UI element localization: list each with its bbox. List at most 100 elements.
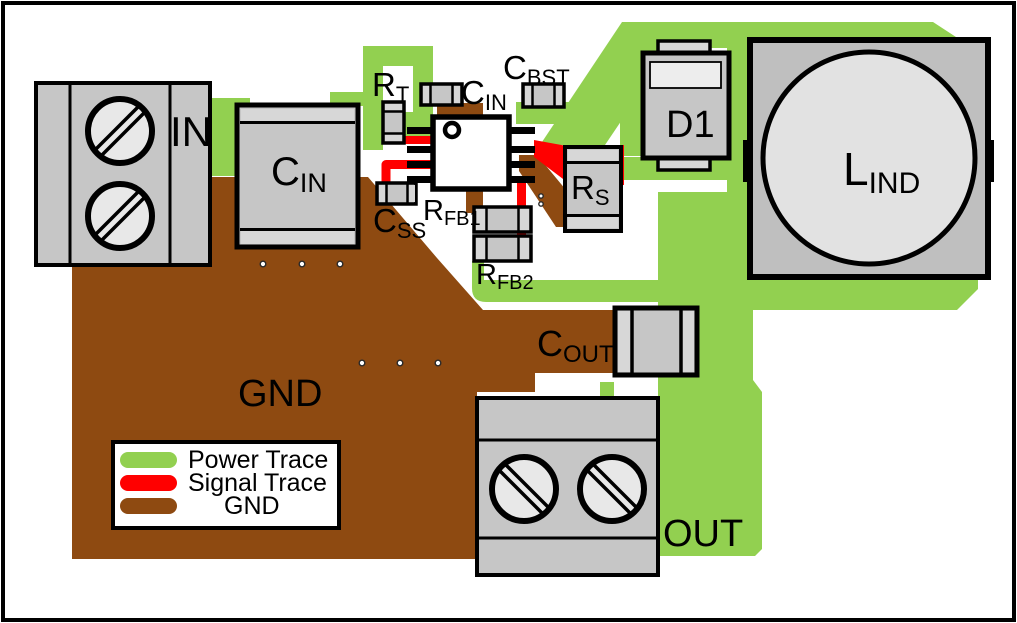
rfb1-cap-lines <box>485 208 520 231</box>
power-trace-hook-left-arm <box>363 46 383 150</box>
screw-terminal <box>489 454 559 524</box>
rs-resistor <box>563 145 623 233</box>
cout-cap <box>618 311 631 372</box>
cbst-cap <box>555 86 562 105</box>
label-rfb1: RFB1 <box>423 195 481 230</box>
rfb1-resistor <box>472 205 533 234</box>
screw-terminal <box>85 96 155 166</box>
d1-diode <box>640 39 732 172</box>
screw-slot <box>93 189 147 243</box>
power-trace-lind-bottom-band <box>729 278 978 310</box>
label-rfb2: RFB2 <box>476 259 534 294</box>
out-terminal-block <box>475 396 660 577</box>
via <box>538 201 544 207</box>
legend-swatch-power <box>120 452 177 468</box>
via <box>298 260 306 268</box>
ic-pin <box>508 127 535 134</box>
cin-bulk-body <box>234 102 361 250</box>
cbst-cap <box>525 86 532 105</box>
legend-swatch-signal <box>120 475 177 491</box>
ic-pin <box>407 176 434 183</box>
rt-resistor <box>381 100 406 145</box>
ic-pin <box>508 146 535 153</box>
cin-bulk-band-lines <box>240 121 355 231</box>
label-d1: D1 <box>666 104 715 146</box>
power-trace-d1-pad-left <box>620 40 643 156</box>
power-trace-d1-pad-right <box>727 40 748 195</box>
cin-bulk-capacitor <box>234 102 361 250</box>
labels: IN CIN RT CIN CBST CSS RFB1 RFB2 RS D1 L… <box>170 49 920 555</box>
lind-coil <box>760 49 978 267</box>
legend-swatch-gnd <box>120 498 177 514</box>
legend: Power Trace Signal Trace GND <box>111 440 341 530</box>
cin-small-cap <box>423 86 430 103</box>
rfb2-cap-lines <box>485 237 520 260</box>
cbst-cap-lines <box>531 85 556 106</box>
d1-cathode-band <box>649 61 722 89</box>
screw-terminal <box>85 181 155 251</box>
cbst-capacitor <box>521 82 566 109</box>
screw-slot <box>93 104 147 158</box>
cout-cap <box>682 311 694 372</box>
label-cin-small: CIN <box>461 74 507 115</box>
screw-slot <box>585 462 639 516</box>
ic-pin <box>508 161 535 168</box>
label-gnd-plane: GND <box>238 373 322 415</box>
ic-pin <box>508 176 535 183</box>
screw-slot <box>497 462 551 516</box>
lind-inductor <box>743 37 994 280</box>
ic-pin <box>407 161 434 168</box>
cout-capacitor <box>612 305 700 378</box>
screw-terminal <box>577 454 647 524</box>
ic-pin <box>407 146 434 153</box>
ic-pin1-dot <box>442 120 462 140</box>
in-terminal-block <box>34 81 212 267</box>
cin-small-cap-lines <box>429 85 454 104</box>
label-cin-bulk: CIN <box>271 150 327 198</box>
css-cap-lines <box>385 184 409 203</box>
label-rs: RS <box>571 169 610 210</box>
rt-cap-lines <box>384 110 403 135</box>
cout-cap-lines <box>630 310 683 373</box>
rfb1-cap <box>519 209 529 230</box>
via <box>434 359 442 367</box>
ic-pin <box>407 127 434 134</box>
vias <box>259 193 544 367</box>
css-cap <box>379 185 386 202</box>
cin-bulk-top-band <box>241 109 354 122</box>
label-cbst: CBST <box>503 49 570 90</box>
rs-cap-lines <box>567 161 619 217</box>
rfb2-cap <box>519 238 529 259</box>
ic-pins <box>407 127 535 183</box>
ic <box>407 114 535 192</box>
label-rt: RT <box>372 66 409 107</box>
power-trace-out-column <box>658 280 762 556</box>
legend-label-gnd: GND <box>224 492 280 520</box>
label-in: IN <box>170 108 212 155</box>
css-cap <box>408 185 415 202</box>
rs-cap <box>568 150 618 162</box>
cin-small-cap <box>453 86 460 103</box>
legend-label-signal: Signal Trace <box>188 469 327 497</box>
rfb2-resistor <box>472 234 533 263</box>
rt-cap <box>385 134 402 141</box>
via <box>259 260 267 268</box>
via <box>336 260 344 268</box>
signal-trace-rt <box>398 136 434 144</box>
css-capacitor <box>375 181 418 206</box>
signal-trace-rs-wedge <box>534 140 567 182</box>
cin-bulk-bottom-band <box>241 230 354 244</box>
cin-small-capacitor <box>419 82 464 107</box>
label-lind: LIND <box>843 143 920 200</box>
via <box>396 359 404 367</box>
power-trace-cout-tab <box>600 382 614 398</box>
via <box>358 359 366 367</box>
label-css: CSS <box>373 202 426 243</box>
power-trace-rfb2-route <box>472 261 710 302</box>
label-out: OUT <box>663 513 743 555</box>
gnd-trace-ic-to-rs <box>519 155 576 227</box>
rs-cap <box>568 216 618 228</box>
